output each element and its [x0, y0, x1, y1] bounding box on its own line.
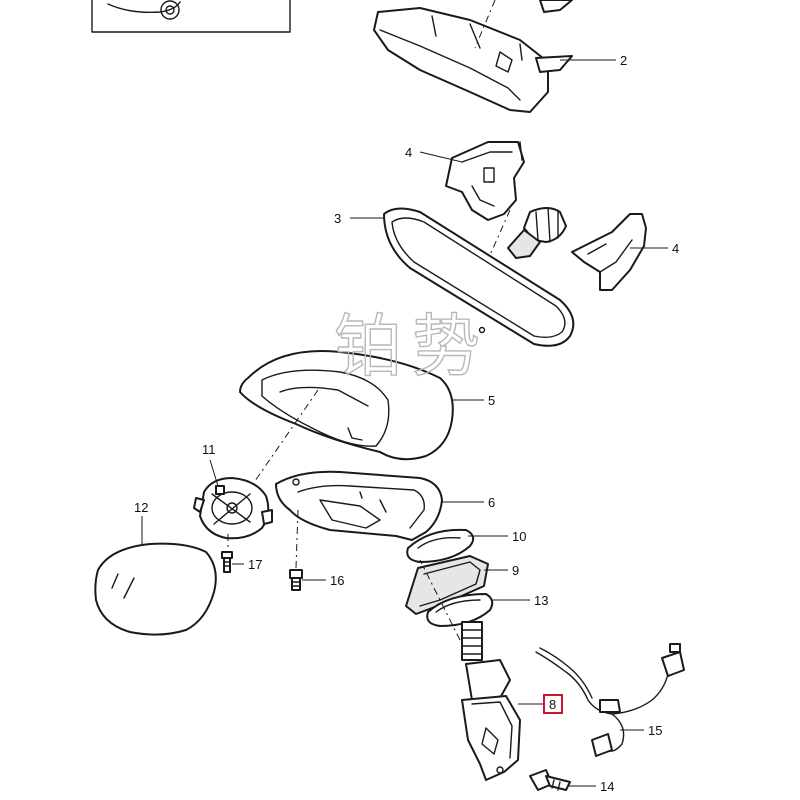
watermark-char-1: 铂 — [334, 308, 402, 387]
part-8-mirror-base — [419, 559, 521, 781]
callout-2[interactable]: 2 — [620, 53, 627, 68]
callout-9[interactable]: 9 — [512, 563, 519, 578]
mirror-stem — [469, 207, 567, 301]
watermark-char-2: 势 — [412, 308, 480, 387]
part-3-interior-mirror — [383, 207, 575, 347]
part-12-mirror-glass — [94, 542, 217, 636]
part-6-backing-plate — [275, 470, 443, 569]
vehicle-thumbnail — [91, 0, 291, 33]
part-11-adjuster-motor — [193, 477, 273, 540]
part-8-highlight-box — [543, 694, 563, 714]
part-9-seal — [405, 555, 489, 615]
callout-16[interactable]: 16 — [330, 573, 344, 588]
callout-5[interactable]: 5 — [488, 393, 495, 408]
callout-11[interactable]: 11 — [202, 442, 216, 457]
part-15-wiring-harness — [535, 643, 685, 757]
callout-3[interactable]: 3 — [334, 211, 341, 226]
callout-4-upper[interactable]: 4 — [405, 145, 412, 160]
callout-6[interactable]: 6 — [488, 495, 495, 510]
part-16-screw — [289, 569, 303, 591]
callout-15[interactable]: 15 — [648, 723, 662, 738]
callout-17[interactable]: 17 — [248, 557, 262, 572]
part-14-bolt — [529, 769, 571, 791]
callout-8[interactable]: 8 — [549, 697, 556, 712]
part-4-cover-right — [571, 213, 647, 291]
part-10-gasket — [406, 528, 475, 563]
part-17-screw — [221, 534, 233, 573]
part-2-trim-housing — [373, 0, 573, 113]
callout-14[interactable]: 14 — [600, 779, 614, 794]
callout-12[interactable]: 12 — [134, 500, 148, 515]
part-13-oring — [426, 593, 494, 627]
watermark: 铂 势 — [333, 307, 480, 387]
leader-lines — [141, 59, 668, 787]
part-4-bracket-upper — [445, 141, 525, 221]
callout-13[interactable]: 13 — [534, 593, 548, 608]
callout-4-right[interactable]: 4 — [672, 241, 679, 256]
part-5-mirror-housing — [227, 350, 454, 521]
callout-labels[interactable]: 2 3 4 4 5 6 8 9 10 11 12 13 14 15 16 17 — [134, 53, 679, 794]
callout-10[interactable]: 10 — [512, 529, 526, 544]
